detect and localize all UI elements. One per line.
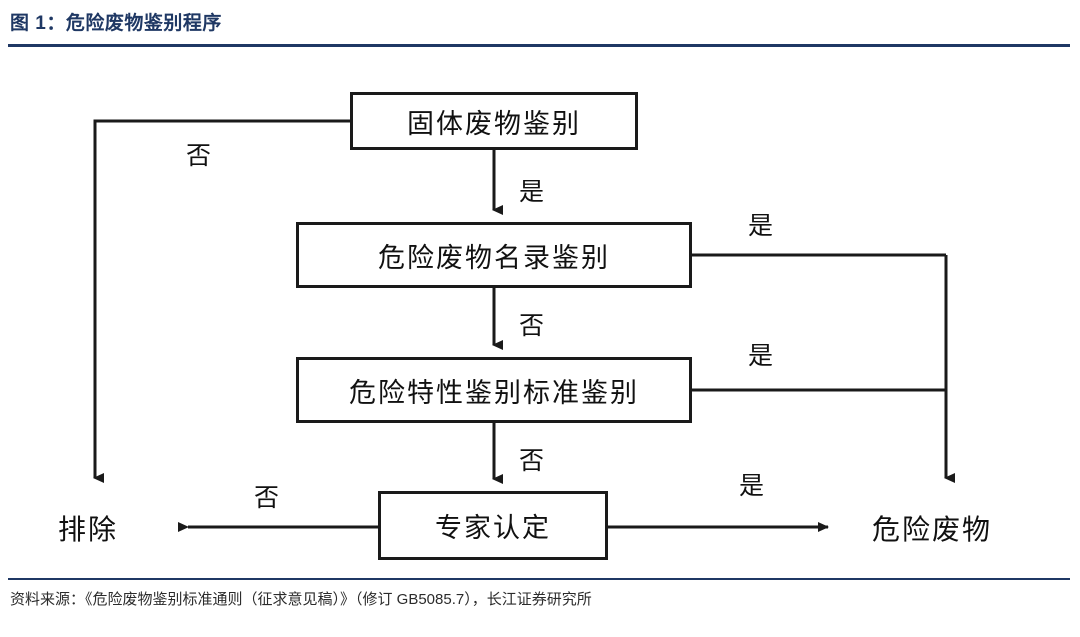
node-expert-determination[interactable]: 专家认定 bbox=[378, 491, 608, 560]
edge-label-yes-criteria: 是 bbox=[748, 341, 774, 370]
node-solid-waste-identification[interactable]: 固体废物鉴别 bbox=[350, 92, 638, 150]
node-exclude-terminal: 排除 bbox=[58, 513, 119, 546]
flowchart-diagram: 固体废物鉴别 危险废物名录鉴别 危险特性鉴别标准鉴别 专家认定 排除 危险废物 … bbox=[0, 48, 1080, 576]
edge-label-no-expert: 否 bbox=[254, 483, 280, 512]
node-hazardous-waste-catalog-identification[interactable]: 危险废物名录鉴别 bbox=[296, 222, 692, 288]
edge-label-yes-expert: 是 bbox=[739, 471, 765, 500]
edge-label-no-criteria: 否 bbox=[519, 446, 545, 475]
title-divider-top bbox=[8, 44, 1070, 47]
edge-label-yes-catalog: 是 bbox=[748, 211, 774, 240]
source-divider-bottom bbox=[8, 578, 1070, 580]
edge-solidwaste-exclude bbox=[93, 119, 350, 483]
node-hazardous-waste-terminal: 危险废物 bbox=[872, 513, 993, 546]
figure-title: 图 1：危险废物鉴别程序 bbox=[10, 13, 222, 34]
figure-source: 资料来源：《危险废物鉴别标准通则（征求意见稿）》（修订 GB5085.7），长江… bbox=[10, 591, 592, 608]
flowchart-connectors bbox=[93, 119, 955, 532]
edge-label-yes-solidwaste: 是 bbox=[519, 177, 545, 206]
node-hazardous-characteristics-criteria-identification[interactable]: 危险特性鉴别标准鉴别 bbox=[296, 357, 692, 423]
edge-label-no-solidwaste: 否 bbox=[186, 141, 212, 170]
edge-label-no-catalog: 否 bbox=[519, 311, 545, 340]
